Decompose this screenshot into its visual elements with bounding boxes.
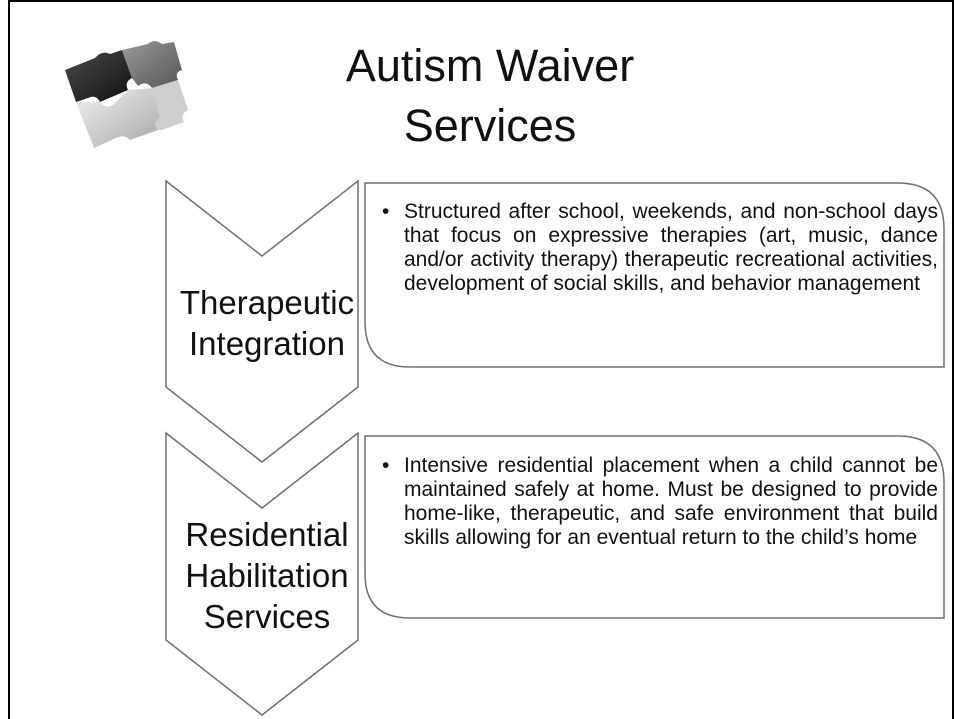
box-1 — [364, 182, 945, 368]
chevron-2 — [165, 431, 359, 716]
bullet: • — [382, 454, 390, 477]
puzzle-pieces-icon — [65, 41, 188, 148]
chevron-label-therapeutic-integration: Therapeutic Integration — [179, 284, 355, 362]
description-text: Structured after school, weekends, and n… — [404, 200, 938, 295]
description-text: Intensive residential placement when a c… — [404, 454, 938, 549]
box-2 — [364, 435, 945, 619]
chevron-1 — [165, 179, 359, 463]
description-therapeutic-integration: • Structured after school, weekends, and… — [382, 200, 938, 296]
chevron-label-residential-habilitation: Residential Habilitation Services — [185, 516, 349, 635]
description-residential-habilitation: • Intensive residential placement when a… — [382, 454, 938, 550]
slide-border-left — [8, 0, 10, 719]
slide-title: Autism Waiver Services — [345, 40, 635, 151]
slide-border-top — [8, 0, 954, 2]
slide-border-right — [952, 0, 954, 719]
bullet: • — [382, 200, 390, 223]
